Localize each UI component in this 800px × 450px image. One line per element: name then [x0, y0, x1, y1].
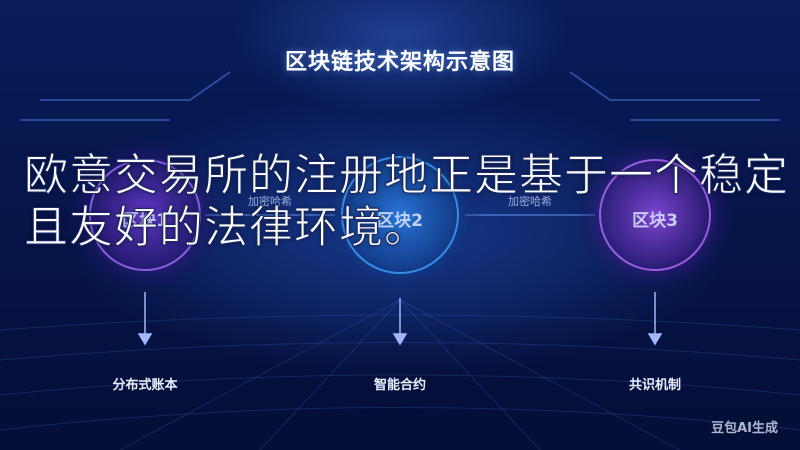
link-label-2: 加密哈希 [508, 195, 552, 208]
block-2-label: 区块2 [377, 211, 423, 231]
block-1-label: 区块1 [122, 211, 168, 231]
down-arrows [137, 292, 663, 346]
overlay-caption: 欧意交易所的注册地正是基于一个稳定且友好的法律环境。 [24, 150, 789, 254]
title-decoration [20, 71, 780, 121]
block-1-ring [89, 159, 201, 271]
floor-grid [0, 299, 800, 450]
ai-watermark: 豆包AI生成 [711, 421, 778, 436]
block-3-ring [599, 159, 711, 271]
bottom-label-ledger: 分布式账本 [112, 378, 178, 393]
bottom-label-smart-contract: 智能合约 [373, 378, 426, 393]
block-3-label: 区块3 [632, 211, 678, 231]
block-2-ring [341, 156, 459, 274]
bottom-label-consensus: 共识机制 [628, 378, 681, 393]
diagram-title: 区块链技术架构示意图 [284, 50, 515, 75]
link-label-1: 加密哈希 [248, 195, 292, 208]
